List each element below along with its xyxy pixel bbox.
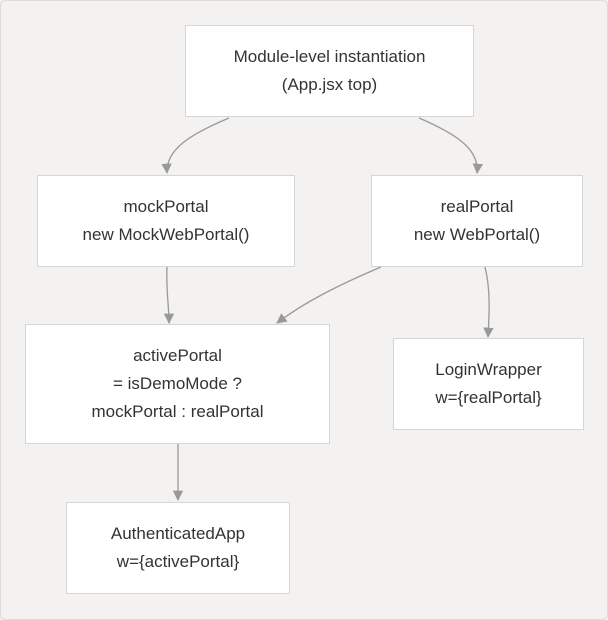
node-login-wrapper[interactable]: LoginWrapper w={realPortal} (393, 338, 584, 430)
node-label: mockPortal : realPortal (91, 402, 264, 421)
edge-real-to-login (483, 266, 494, 339)
edge-real-to-active (276, 266, 382, 324)
node-label: w={realPortal} (435, 388, 542, 407)
node-mock-portal[interactable]: mockPortal new MockWebPortal() (37, 175, 295, 267)
node-active-portal[interactable]: activePortal = isDemoMode ? mockPortal :… (25, 324, 330, 444)
node-label: activePortal (133, 346, 222, 365)
node-label: mockPortal (123, 197, 209, 216)
node-authenticated-app[interactable]: AuthenticatedApp w={activePortal} (66, 502, 290, 594)
node-label: LoginWrapper (435, 360, 542, 379)
edge-mock-to-active (163, 266, 175, 325)
node-label: (App.jsx top) (281, 75, 378, 94)
node-label: AuthenticatedApp (110, 524, 246, 543)
edge-module-to-real (418, 117, 484, 175)
node-label: Module-level instantiation (233, 47, 426, 66)
node-module-level-instantiation[interactable]: Module-level instantiation (App.jsx top) (185, 25, 474, 117)
node-label: = isDemoMode ? (113, 374, 242, 393)
node-label: new WebPortal() (413, 225, 541, 244)
edge-module-to-mock (161, 117, 230, 175)
node-label: w={activePortal} (116, 552, 240, 571)
node-label: realPortal (440, 197, 514, 216)
node-label: new MockWebPortal() (82, 225, 250, 244)
node-real-portal[interactable]: realPortal new WebPortal() (371, 175, 583, 267)
